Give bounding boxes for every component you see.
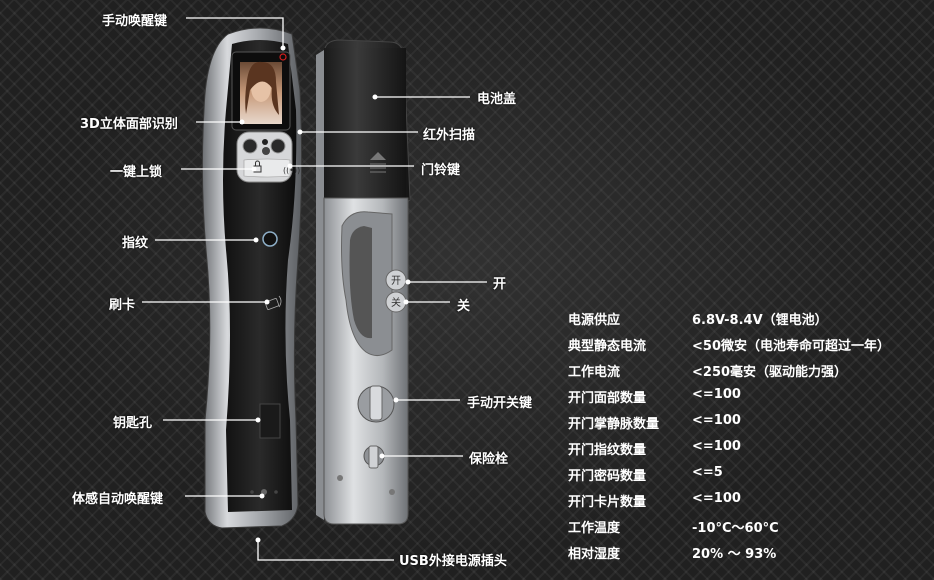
safety-bolt-knob[interactable]	[363, 445, 385, 469]
close-button-glyph: 关	[391, 296, 401, 309]
spec-key: 开门卡片数量	[568, 495, 647, 510]
spec-key: 开门面部数量	[568, 391, 647, 406]
fingerprint-sensor[interactable]	[262, 231, 278, 247]
spec-key: 开门密码数量	[568, 469, 647, 484]
front-lock: ((•))	[201, 27, 303, 529]
label-close: 关	[457, 299, 471, 314]
spec-key: 开门指纹数量	[568, 443, 647, 458]
doorbell-icon[interactable]: ((•))	[283, 166, 300, 175]
label-usb-power: USB外接电源插头	[399, 554, 507, 569]
spec-key: 工作电流	[568, 365, 621, 380]
label-manual-wake-key: 手动唤醒键	[102, 14, 168, 29]
spec-value: <250毫安（驱动能力强）	[692, 365, 848, 380]
open-button-glyph: 开	[391, 276, 401, 287]
label-open: 开	[493, 277, 507, 292]
spec-key: 开门掌静脉数量	[568, 417, 660, 432]
label-3d-face-recognition: 3D立体面部识别	[80, 117, 178, 132]
spec-key: 电源供应	[568, 313, 621, 328]
spec-key: 工作温度	[568, 521, 621, 536]
close-button[interactable]: 关	[385, 291, 407, 313]
card-reader-icon	[264, 295, 282, 310]
label-ir-scan: 红外扫描	[423, 128, 476, 143]
label-battery-cover: 电池盖	[477, 92, 517, 107]
keyhole-cover[interactable]	[259, 403, 281, 439]
callout-lines	[142, 17, 487, 561]
back-lock: 开 关	[316, 39, 411, 525]
label-doorbell-key: 门铃键	[421, 163, 461, 178]
label-safety-bolt: 保险栓	[469, 452, 509, 467]
spec-key: 相对湿度	[568, 547, 621, 562]
label-manual-switch-key: 手动开关键	[467, 396, 533, 411]
battery-cover[interactable]	[324, 48, 406, 198]
spec-value: <=100	[692, 387, 741, 402]
callout-dots	[239, 45, 411, 543]
label-motion-wake-key: 体感自动唤醒键	[72, 492, 164, 507]
spec-key: 典型静态电流	[568, 339, 647, 354]
manual-switch-knob[interactable]	[357, 385, 395, 423]
label-one-key-lock: 一键上锁	[110, 165, 163, 180]
spec-value: -10°C～60°C	[692, 521, 779, 536]
spec-value: 6.8V-8.4V（锂电池）	[692, 313, 828, 328]
power-icon	[279, 53, 287, 61]
spec-value: <=100	[692, 413, 741, 428]
spec-value: <=100	[692, 439, 741, 454]
label-keyhole: 钥匙孔	[113, 416, 153, 431]
spec-value: <=100	[692, 491, 741, 506]
label-swipe-card: 刷卡	[109, 298, 136, 313]
open-button[interactable]: 开	[385, 269, 407, 291]
spec-value: <50微安（电池寿命可超过一年）	[692, 339, 890, 354]
label-fingerprint: 指纹	[122, 236, 149, 251]
spec-value: 20% ～ 93%	[692, 547, 777, 562]
spec-value: <=5	[692, 465, 723, 480]
motion-sensor	[250, 490, 254, 494]
